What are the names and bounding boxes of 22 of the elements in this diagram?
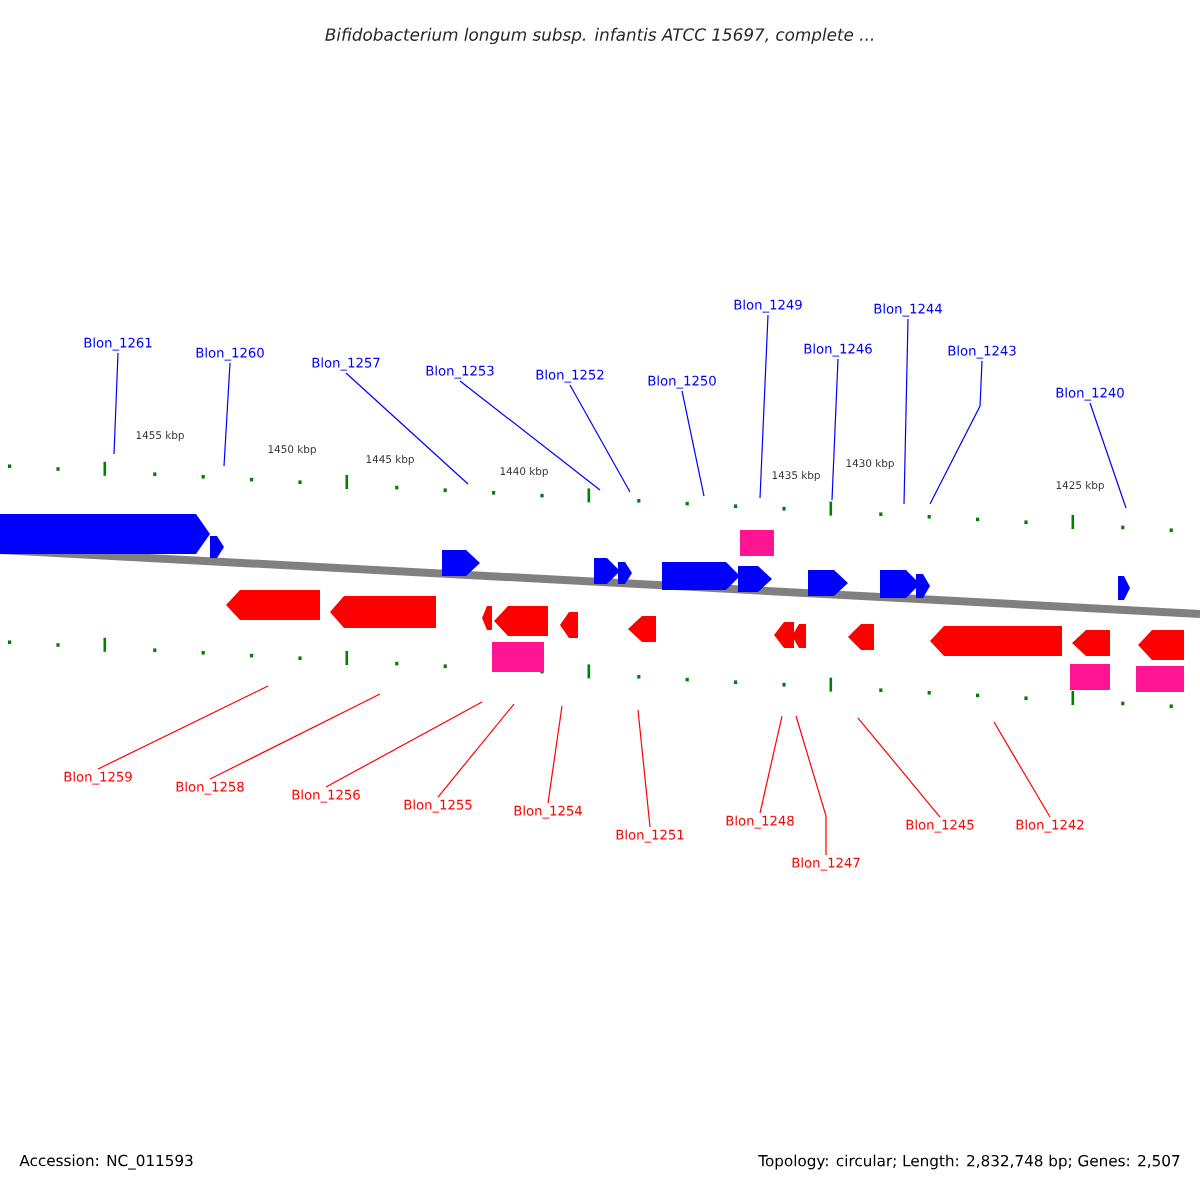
title: Bifidobacterium longum subsp. infantis ATCC 15697, complete ... xyxy=(325,27,873,45)
leader-line xyxy=(681,390,705,497)
leader-line xyxy=(325,701,483,788)
leader-line xyxy=(97,685,269,770)
leader-line xyxy=(459,380,601,491)
leader-line xyxy=(831,358,839,501)
leader-line xyxy=(345,372,469,485)
leader-line xyxy=(223,362,231,467)
leader-line xyxy=(637,709,651,828)
leader-line xyxy=(437,703,515,798)
leader-line xyxy=(1089,402,1127,509)
leader-line xyxy=(795,715,827,856)
leader-line xyxy=(993,721,1051,818)
leader-line xyxy=(929,360,983,505)
leader-line xyxy=(759,715,783,814)
leader-line xyxy=(857,717,941,818)
leader-line xyxy=(569,384,631,493)
leader-line xyxy=(903,318,909,505)
leader-line xyxy=(547,705,563,804)
leader-line xyxy=(113,352,119,455)
leader-line xyxy=(759,314,769,499)
leader-line xyxy=(209,693,381,780)
